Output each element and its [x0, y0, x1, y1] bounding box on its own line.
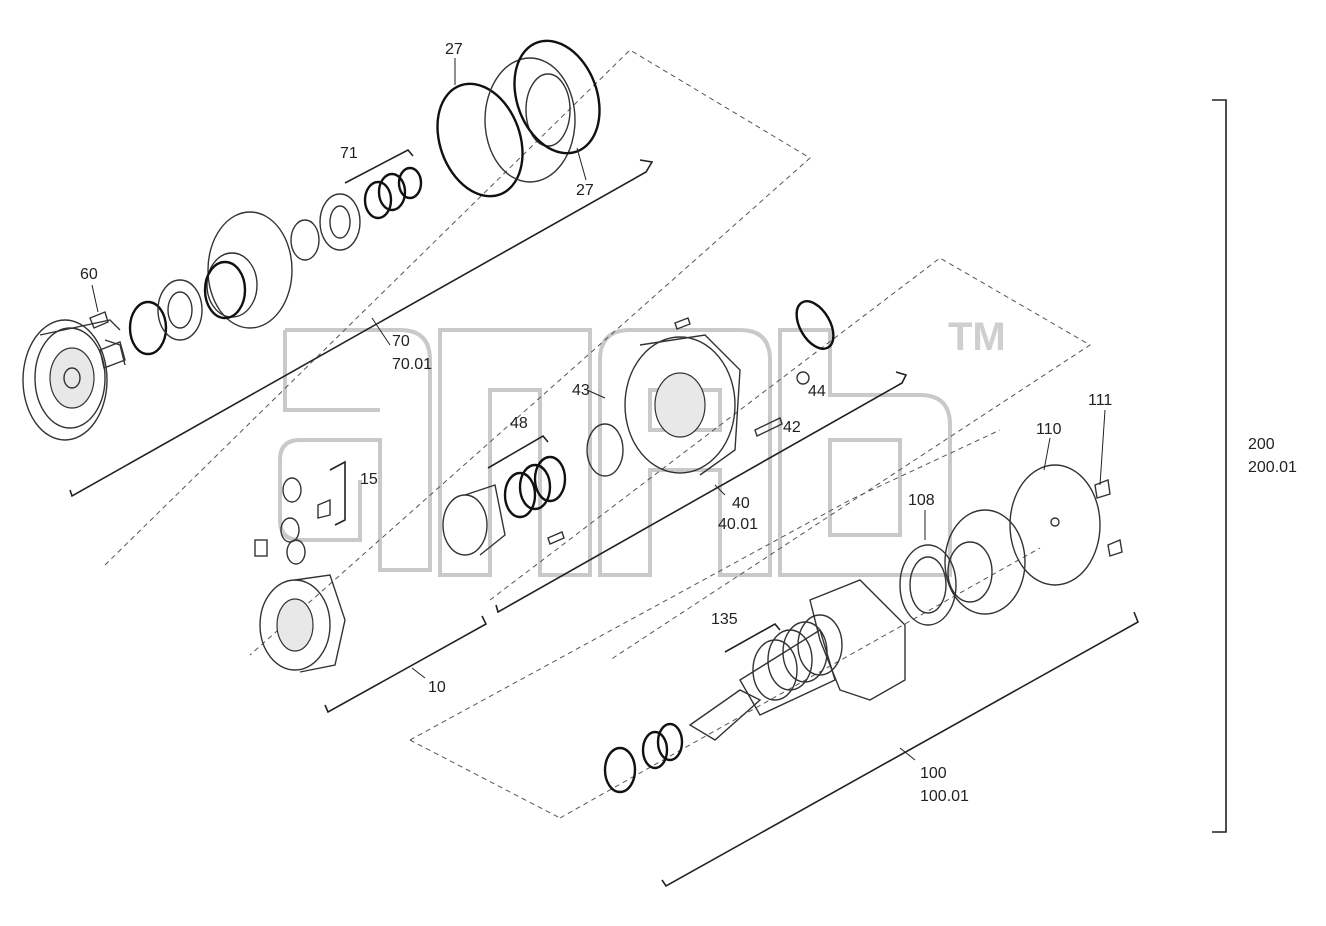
label-135: 135: [711, 611, 738, 628]
bracket-15: [329, 460, 346, 526]
label-100-01: 100.01: [920, 788, 969, 805]
label-40: 40: [732, 495, 750, 512]
part-labels: 27 27 71 60 70 70.01 43 44 48 42 15 40 4…: [80, 41, 1297, 805]
bracket-100: [661, 611, 1140, 888]
label-27-top: 27: [445, 41, 463, 58]
flange-outer: [22, 319, 108, 441]
label-100: 100: [920, 765, 947, 782]
leader-lines: [91, 58, 1106, 761]
label-108: 108: [908, 492, 935, 509]
bracket-71: [344, 148, 414, 184]
bearing-b: [319, 193, 361, 251]
o-ring-27a: [436, 82, 524, 198]
piston: [442, 494, 488, 556]
o-ring-27b: [513, 39, 601, 155]
label-15: 15: [360, 471, 378, 488]
bracket-70: [69, 159, 654, 498]
cover-110: [1009, 464, 1101, 586]
bracket-40: [495, 371, 908, 614]
disc: [207, 211, 293, 329]
ring: [128, 300, 168, 356]
bracket-48: [487, 434, 549, 469]
lower-assembly: [603, 464, 1123, 794]
bracket-200: [1212, 99, 1227, 833]
upper-assembly: [22, 39, 601, 441]
bearing-a: [157, 279, 203, 341]
label-70: 70: [392, 333, 410, 350]
label-40-01: 40.01: [718, 516, 758, 533]
housing-ring: [484, 57, 576, 183]
group-brackets: [69, 99, 1227, 888]
label-10: 10: [428, 679, 446, 696]
housing-40: [624, 336, 736, 474]
label-200: 200: [1248, 436, 1275, 453]
label-44: 44: [808, 383, 826, 400]
label-42: 42: [783, 419, 801, 436]
label-48: 48: [510, 415, 528, 432]
label-71: 71: [340, 145, 358, 162]
bolt-60: [89, 311, 109, 329]
dashed-outlines: [104, 49, 1091, 819]
bolt-111: [1094, 479, 1111, 499]
label-60: 60: [80, 266, 98, 283]
cylinder-block: [809, 579, 906, 701]
label-110: 110: [1036, 421, 1062, 438]
label-111: 111: [1088, 392, 1112, 409]
bracket-10: [324, 615, 488, 714]
label-200-01: 200.01: [1248, 459, 1297, 476]
watermark: TM: [278, 315, 1006, 577]
plate-108: [899, 544, 957, 626]
label-27-bottom: 27: [576, 182, 594, 199]
middle-assembly: [254, 300, 835, 673]
bracket-135: [724, 622, 781, 653]
watermark-tm: TM: [948, 315, 1006, 359]
label-43: 43: [572, 382, 590, 399]
label-70-01: 70.01: [392, 356, 432, 373]
